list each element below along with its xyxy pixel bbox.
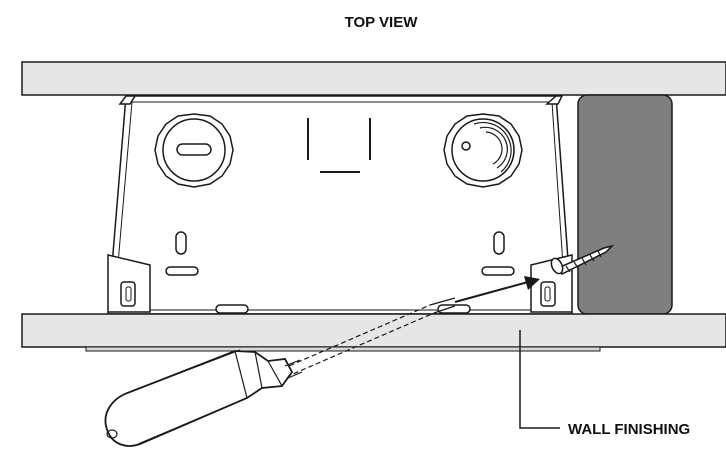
screw [550,244,615,275]
wall-finishing-label: WALL FINISHING [568,421,690,438]
upper-wall-band [21,61,726,96]
lower-wall-band [21,313,726,348]
wall-stud [577,94,673,315]
screwdriver-shaft-hidden [274,304,431,373]
screwdriver-handle [104,349,303,447]
wall-finishing-leader [519,330,560,429]
diagram-title: TOP VIEW [345,14,419,31]
right-knockout [443,113,523,188]
mounting-slots [165,231,515,314]
direction-arrow [454,276,540,303]
center-bracket-mark [307,118,371,173]
trim-plate [85,346,601,352]
left-knockout [154,113,234,188]
